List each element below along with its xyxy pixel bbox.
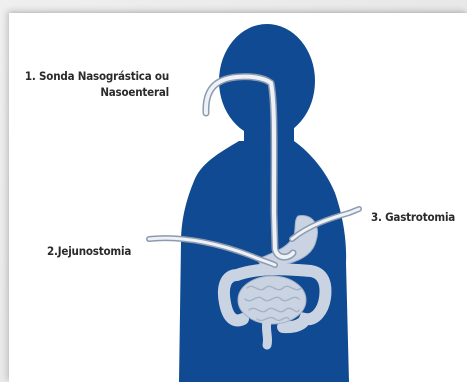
label-gastrostomy: 3. Gastrotomia	[371, 209, 455, 225]
label-jejunostomy: 2.Jejunostomia	[47, 243, 131, 259]
rectum	[266, 321, 267, 345]
label-nasogastric-line2: Nasoenteral	[25, 84, 169, 100]
label-nasogastric: 1. Sonda Nasográstica ou Nasoenteral	[25, 68, 169, 100]
label-nasogastric-line1: 1. Sonda Nasográstica ou	[25, 68, 169, 84]
diagram-card: 1. Sonda Nasográstica ou Nasoenteral 3. …	[9, 13, 467, 382]
